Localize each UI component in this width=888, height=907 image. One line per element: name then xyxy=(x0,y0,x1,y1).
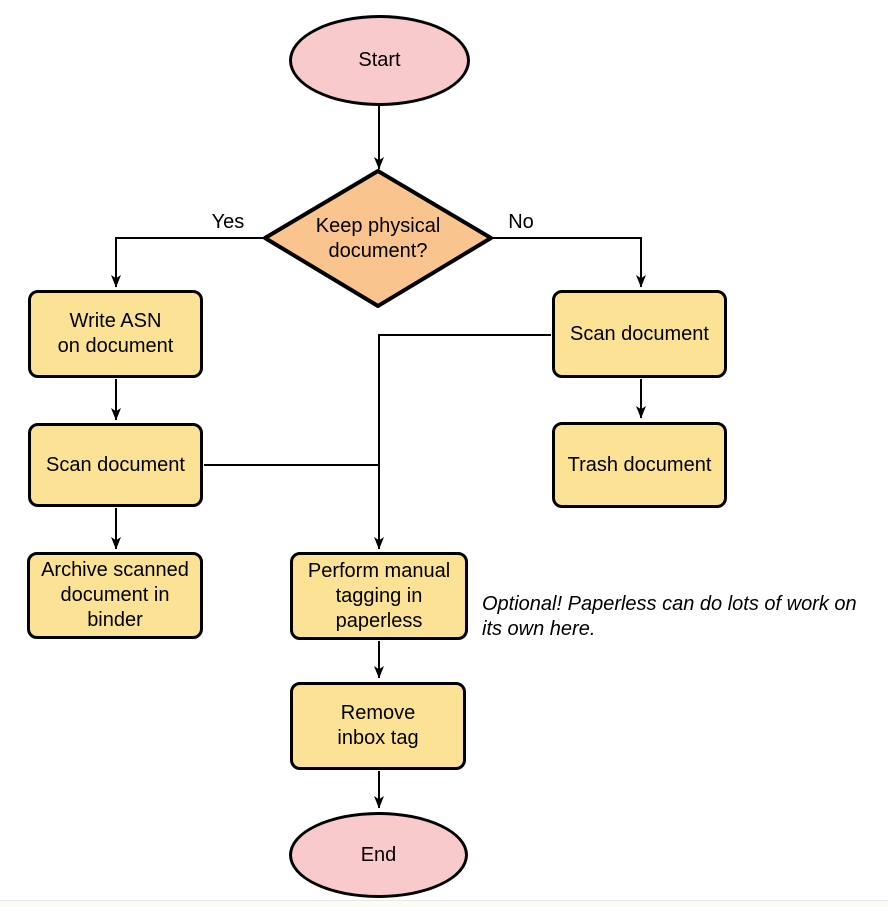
node-trash-document: Trash document xyxy=(552,422,727,508)
node-decision-label: Keep physical document? xyxy=(315,214,441,262)
node-archive-binder: Archive scanned document in binder xyxy=(27,552,203,639)
node-write-asn-label: Write ASN on document xyxy=(57,310,174,357)
edge-label-no: No xyxy=(508,211,534,233)
decision-diamond-shape xyxy=(263,169,493,308)
node-remove-inbox-tag: Remove inbox tag xyxy=(290,682,466,770)
edge-decision-no-to-scan-right xyxy=(491,237,646,288)
node-archive-binder-label: Archive scanned document in binder xyxy=(41,559,189,631)
node-end-label: End xyxy=(360,843,397,866)
node-remove-inbox-tag-label: Remove inbox tag xyxy=(337,702,419,749)
node-end: End xyxy=(289,812,468,898)
node-scan-document-left: Scan document xyxy=(28,423,203,507)
node-start-label: Start xyxy=(358,49,401,71)
node-scan-document-left-label: Scan document xyxy=(46,453,185,476)
page-bottom-edge xyxy=(0,900,888,907)
edge-label-yes: Yes xyxy=(211,211,245,233)
node-perform-tagging: Perform manual tagging in paperless xyxy=(290,552,468,640)
optional-note: Optional! Paperless can do lots of work … xyxy=(482,593,857,640)
node-start: Start xyxy=(289,15,470,106)
edge-scan-right-to-perform-tagging xyxy=(374,334,551,550)
node-trash-document-label: Trash document xyxy=(567,453,712,476)
node-scan-document-right: Scan document xyxy=(552,290,727,378)
edge-decision-yes-to-write-asn xyxy=(111,237,265,288)
node-write-asn: Write ASN on document xyxy=(28,290,203,378)
node-scan-document-right-label: Scan document xyxy=(570,322,709,345)
node-perform-tagging-label: Perform manual tagging in paperless xyxy=(307,559,451,632)
